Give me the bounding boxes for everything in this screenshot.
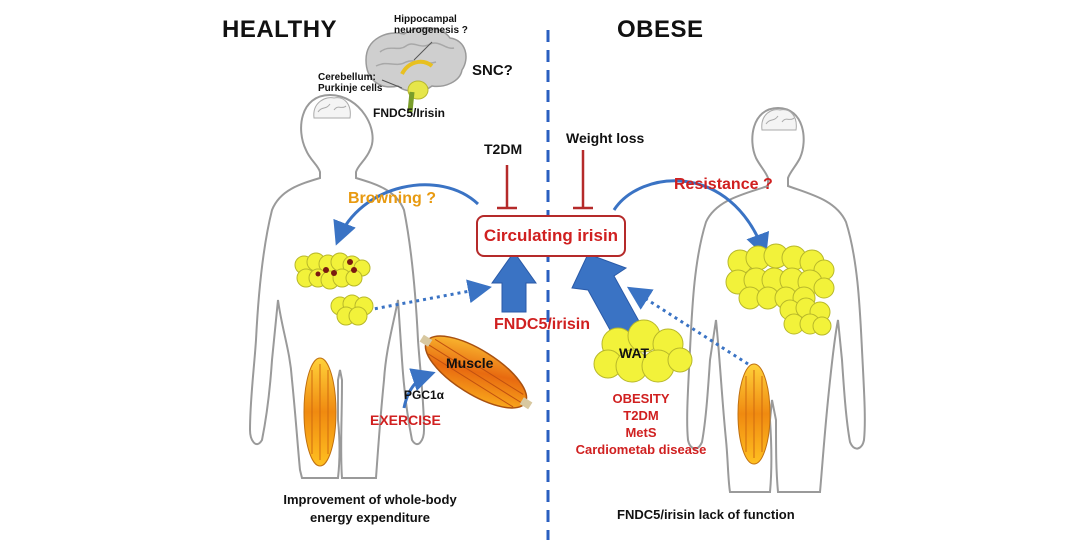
obese-abdominal-fat	[725, 243, 835, 310]
brain-fndc5-label: FNDC5/Irisin	[373, 106, 446, 120]
healthy-body-brain	[313, 97, 351, 119]
healthy-block-arrow	[491, 251, 537, 313]
hippocampal-label: Hippocampal neurogenesis ?	[394, 14, 468, 36]
brain-illustration	[365, 26, 467, 113]
obese-header: OBESE	[617, 16, 704, 43]
healthy-brown-fat	[294, 252, 371, 290]
condition-item: OBESITY	[612, 391, 670, 406]
exercise-label: EXERCISE	[370, 412, 441, 428]
condition-item: MetS	[625, 425, 657, 440]
obese-caption: FNDC5/irisin lack of function	[617, 507, 795, 522]
weight-loss-label: Weight loss	[566, 130, 645, 146]
pgc1a-label: PGC1α	[404, 388, 445, 402]
wat-cluster	[593, 319, 693, 383]
wat-label: WAT	[619, 345, 650, 361]
pgc1a-arrow	[402, 368, 436, 409]
browning-label: Browning ?	[348, 190, 436, 207]
fat-to-irisin-dotted-arrow	[367, 279, 492, 312]
cerebellum-label: Cerebellum: Purkinje cells	[318, 72, 383, 94]
muscle-illustration	[419, 334, 533, 410]
t2dm-label: T2DM	[484, 141, 523, 157]
resistance-arrow	[612, 179, 769, 258]
weight-loss-inhibitor	[573, 150, 593, 210]
healthy-header: HEALTHY	[222, 16, 338, 43]
healthy-body-silhouette	[248, 93, 426, 479]
resistance-label: Resistance ?	[674, 176, 773, 193]
obesity-conditions-list: OBESITY T2DM MetS Cardiometab disease	[566, 390, 716, 458]
center-fndc5-label: FNDC5/irisin	[494, 316, 591, 333]
condition-item: T2DM	[623, 408, 659, 423]
circulating-irisin-box: Circulating irisin	[476, 215, 626, 257]
condition-item: Cardiometab disease	[575, 442, 707, 457]
healthy-white-fat	[330, 294, 374, 326]
browning-arrow	[333, 183, 480, 246]
healthy-caption: Improvement of whole-body energy expendi…	[283, 492, 457, 525]
obese-body-brain	[761, 109, 797, 131]
t2dm-inhibitor	[497, 165, 517, 210]
muscle-label: Muscle	[446, 355, 494, 371]
muscle-to-irisin-dotted-arrow	[626, 286, 749, 366]
snc-label: SNC?	[472, 62, 513, 79]
brown-fat-spots	[315, 259, 357, 277]
obese-hip-fat	[779, 297, 832, 336]
